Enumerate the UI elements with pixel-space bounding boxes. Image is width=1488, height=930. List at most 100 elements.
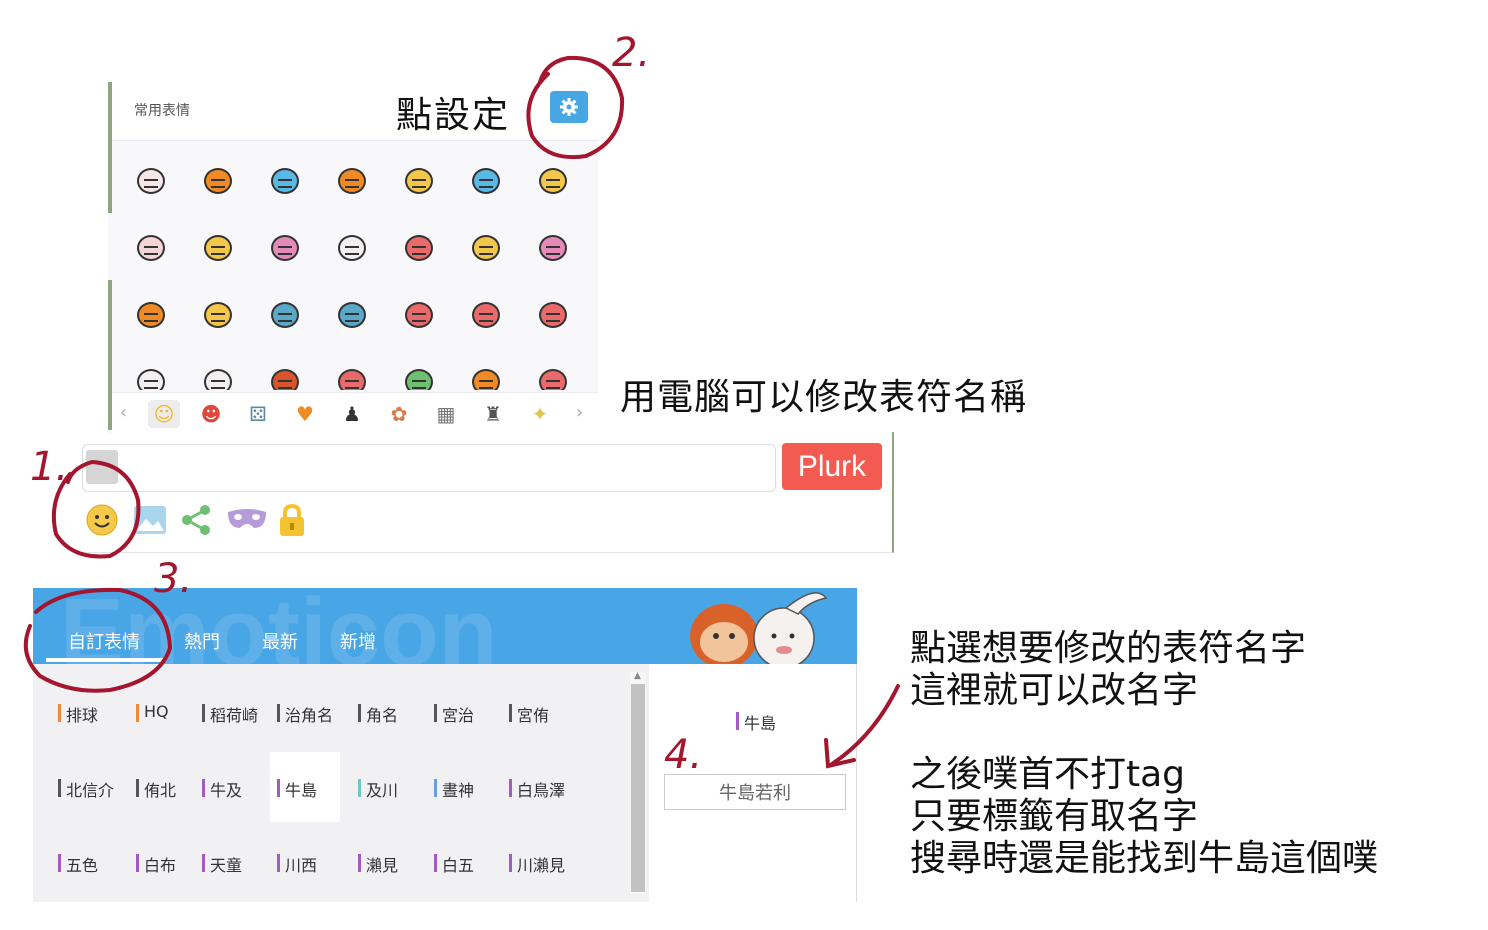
manager-tab[interactable]: 熱門	[184, 632, 220, 653]
manager-tab[interactable]: 最新	[262, 632, 298, 653]
emoticon-item[interactable]	[128, 225, 174, 271]
emoticon-item[interactable]	[128, 292, 174, 338]
emoticon-face-icon	[271, 302, 299, 328]
manager-tab[interactable]: 自訂表情	[68, 632, 140, 653]
chevron-right-icon[interactable]: ›	[576, 402, 584, 423]
emoticon-face-icon	[137, 168, 165, 194]
emoticon-item[interactable]	[329, 359, 375, 390]
emoticon-item[interactable]	[396, 359, 442, 390]
emoticon-item[interactable]	[195, 292, 241, 338]
emoticon-tag[interactable]: 排球	[58, 702, 98, 726]
sticker-icon[interactable]: ✦	[531, 402, 549, 426]
plurk-input[interactable]	[82, 444, 776, 492]
emoticon-tag[interactable]: HQ	[136, 702, 169, 722]
emoticon-tag[interactable]: 牛島	[277, 777, 317, 801]
emoticon-item[interactable]	[463, 359, 509, 390]
emoticon-item[interactable]	[530, 292, 576, 338]
step1-number: 1.	[30, 444, 69, 490]
settings-hint-text: 點設定	[396, 95, 511, 136]
emoticon-tag[interactable]: 白五	[434, 852, 474, 876]
share-button[interactable]	[178, 502, 214, 538]
tag-rename-input[interactable]: 牛島若利	[664, 774, 846, 810]
emoticon-tag[interactable]: 宮侑	[509, 702, 549, 726]
emoticon-face-icon	[472, 168, 500, 194]
photo-icon[interactable]: ▦	[436, 402, 456, 426]
manager-tab[interactable]: 新增	[340, 632, 376, 653]
image-upload-button[interactable]	[132, 502, 168, 538]
emoticon-tag[interactable]: 侑北	[136, 777, 176, 801]
emoticon-item[interactable]	[329, 158, 375, 204]
emoticon-face-icon	[137, 302, 165, 328]
emoticon-face-icon	[271, 369, 299, 390]
emoticon-item[interactable]	[329, 225, 375, 271]
emoticon-tag[interactable]: 瀨見	[358, 852, 398, 876]
emoticon-item[interactable]	[530, 225, 576, 271]
smiley-icon[interactable]: ☺	[148, 400, 180, 428]
emoticon-item[interactable]	[463, 158, 509, 204]
emoticon-face-icon	[137, 369, 165, 390]
chevron-left-icon[interactable]: ‹	[120, 402, 128, 423]
penguin-icon[interactable]: ♟	[343, 402, 361, 426]
emoticon-tag[interactable]: 宮治	[434, 702, 474, 726]
emoticon-tag[interactable]: 及川	[358, 777, 398, 801]
emoticon-face-icon	[204, 302, 232, 328]
scroll-up-arrow[interactable]: ▲	[634, 671, 641, 681]
emoticon-item[interactable]	[530, 158, 576, 204]
emoticon-item[interactable]	[195, 359, 241, 390]
emoticon-tag[interactable]: 天童	[202, 852, 242, 876]
emoticon-item[interactable]	[530, 359, 576, 390]
emoticon-item[interactable]	[262, 225, 308, 271]
emoticon-item[interactable]	[195, 225, 241, 271]
emoticon-panel-header	[112, 82, 598, 141]
emoticon-tag[interactable]: 川西	[277, 852, 317, 876]
devil-icon[interactable]: ☻	[200, 402, 222, 426]
scrollbar-thumb[interactable]	[631, 684, 645, 892]
emoticon-face-icon	[271, 235, 299, 261]
emoticon-tag[interactable]: 川瀨見	[509, 852, 565, 876]
emoticon-face-icon	[472, 235, 500, 261]
emoticon-tag[interactable]: 治角名	[277, 702, 333, 726]
mascot-illustration	[690, 592, 828, 664]
emoticon-item[interactable]	[262, 158, 308, 204]
rename-annotation: 用電腦可以修改表符名稱	[620, 377, 1028, 418]
privacy-button[interactable]	[274, 502, 310, 538]
emoticon-face-icon	[271, 168, 299, 194]
emoticon-item[interactable]	[262, 292, 308, 338]
emoticon-button[interactable]	[84, 502, 120, 538]
emoticon-tag[interactable]: 稻荷崎	[202, 702, 258, 726]
custom-emoticon-tag-list	[33, 664, 649, 902]
emoticon-item[interactable]	[195, 158, 241, 204]
emoticon-face-icon	[472, 369, 500, 390]
emoticon-tag[interactable]: 角名	[358, 702, 398, 726]
emoticon-item[interactable]	[396, 292, 442, 338]
emoticon-item[interactable]	[463, 292, 509, 338]
emoticon-item[interactable]	[262, 359, 308, 390]
emoticon-tag[interactable]: 晝神	[434, 777, 474, 801]
emoticon-tag[interactable]: 白鳥澤	[509, 777, 565, 801]
emoticon-item[interactable]	[463, 225, 509, 271]
emoticon-item[interactable]	[128, 158, 174, 204]
mask-icon	[228, 509, 266, 528]
emoticon-tag[interactable]: 白布	[136, 852, 176, 876]
lock-icon	[280, 503, 304, 536]
heart-smiley-icon[interactable]: ♥	[296, 402, 314, 426]
emoticon-item[interactable]	[396, 158, 442, 204]
emoticon-grid	[118, 148, 588, 390]
emoticon-item[interactable]	[396, 225, 442, 271]
emoticon-face-icon	[539, 302, 567, 328]
emoticon-tag[interactable]: 北信介	[58, 777, 114, 801]
emoticon-tag[interactable]: 牛及	[202, 777, 242, 801]
emoticon-item[interactable]	[128, 359, 174, 390]
anonymous-button[interactable]	[226, 502, 268, 538]
dice-icon[interactable]: ⚄	[249, 402, 267, 426]
selected-tag-highlight	[270, 752, 340, 822]
instructions-annotation: 點選想要修改的表符名字 這裡就可以改名字 之後噗首不打tag 只要標籤有取名字 …	[910, 628, 1378, 880]
cat-icon[interactable]: ✿	[390, 402, 408, 426]
emoticon-tag[interactable]: 五色	[58, 852, 98, 876]
emoticon-face-icon	[338, 168, 366, 194]
plurk-button[interactable]: Plurk	[782, 443, 882, 490]
instruction-line: 點選想要修改的表符名字	[910, 628, 1307, 669]
emoticon-item[interactable]	[329, 292, 375, 338]
figure-icon[interactable]: ♜	[484, 402, 502, 426]
settings-button[interactable]	[550, 91, 588, 123]
